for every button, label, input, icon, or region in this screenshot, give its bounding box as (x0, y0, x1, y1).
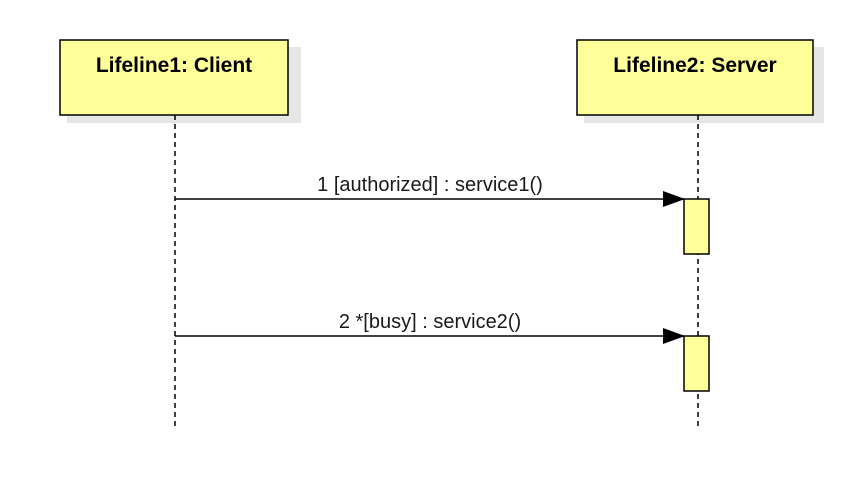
message-2: 2 *[busy] : service2() (175, 311, 710, 392)
message-1-label: 1 [authorized] : service1() (317, 174, 543, 196)
message-1: 1 [authorized] : service1() (175, 174, 710, 255)
lifeline-client-box[interactable] (59, 39, 289, 116)
lifeline-server: Lifeline2: Server (576, 39, 824, 430)
lifeline-server-title: Lifeline2: Server (613, 54, 776, 77)
lifeline-client: Lifeline1: Client (59, 39, 301, 430)
message-2-label: 2 *[busy] : service2() (339, 311, 521, 333)
activation-bar-2[interactable] (683, 335, 710, 392)
lifeline-server-box[interactable] (576, 39, 814, 116)
activation-bar-1[interactable] (683, 198, 710, 255)
lifeline-client-title: Lifeline1: Client (96, 54, 252, 77)
